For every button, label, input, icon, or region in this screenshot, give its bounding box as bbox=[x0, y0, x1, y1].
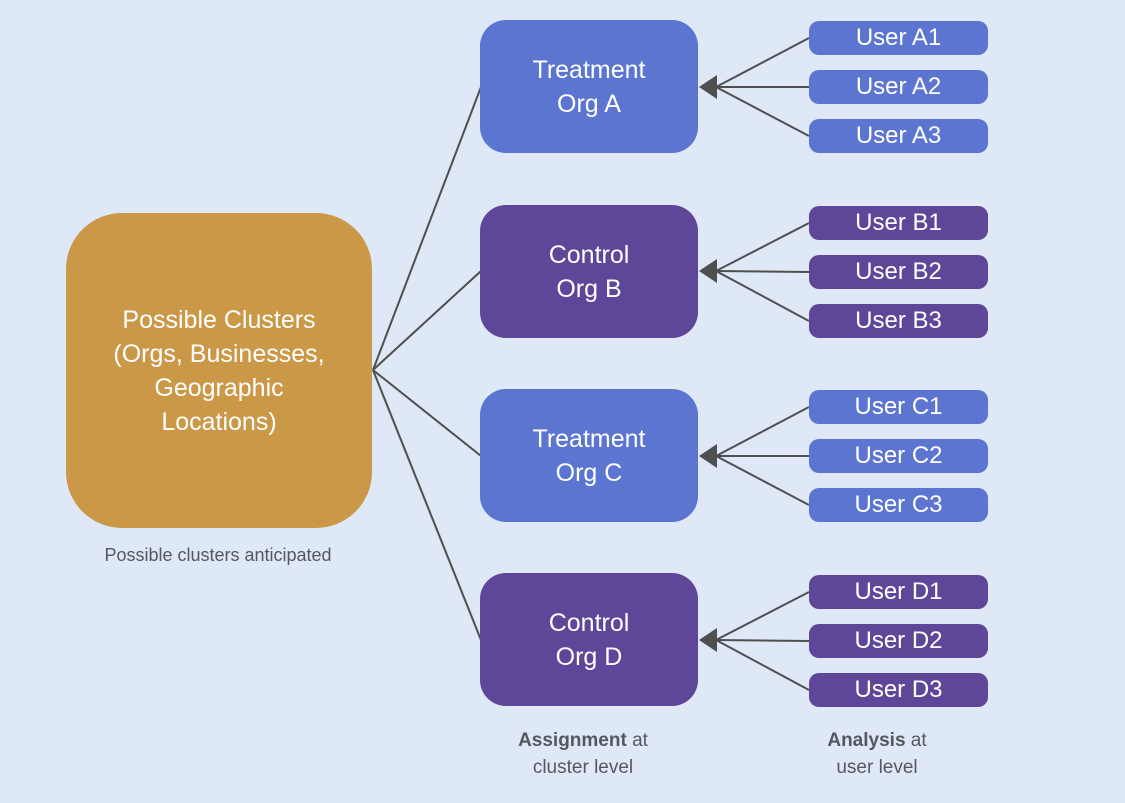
connector-line bbox=[372, 86, 482, 371]
org-label-line: Control bbox=[548, 608, 630, 637]
connector-line bbox=[715, 222, 810, 272]
assignment-caption: Assignment at cluster level bbox=[483, 727, 683, 781]
user-box-c2: User C2 bbox=[809, 439, 988, 473]
user-box-d2: User D2 bbox=[809, 624, 988, 658]
connector-line bbox=[715, 86, 810, 137]
user-box-d3: User D3 bbox=[809, 673, 988, 707]
org-box-control-d: Control Org D bbox=[480, 573, 698, 706]
user-box-b2: User B2 bbox=[809, 255, 988, 289]
org-box-treatment-a: Treatment Org A bbox=[480, 20, 698, 153]
org-label-line: Treatment bbox=[532, 424, 646, 453]
org-label-line: Treatment bbox=[532, 55, 646, 84]
arrowhead-icon bbox=[699, 75, 717, 99]
connector-line bbox=[715, 406, 810, 457]
user-box-a3: User A3 bbox=[809, 119, 988, 153]
user-box-a1: User A1 bbox=[809, 21, 988, 55]
org-box-treatment-c: Treatment Org C bbox=[480, 389, 698, 522]
connector-line bbox=[715, 591, 810, 641]
connector-line bbox=[715, 37, 810, 88]
org-label-line: Org C bbox=[555, 458, 623, 487]
arrowhead-icon bbox=[699, 628, 717, 652]
connector-line bbox=[715, 639, 810, 691]
cluster-caption: Possible clusters anticipated bbox=[104, 545, 332, 565]
org-label-line: Control bbox=[548, 240, 630, 269]
org-box-control-b: Control Org B bbox=[480, 205, 698, 338]
assignment-caption-bold: Assignment bbox=[518, 730, 627, 751]
user-box-d1: User D1 bbox=[809, 575, 988, 609]
user-box-a2: User A2 bbox=[809, 70, 988, 104]
cluster-label-line: (Orgs, Businesses, bbox=[113, 339, 325, 368]
user-box-b1: User B1 bbox=[809, 206, 988, 240]
arrowhead-icon bbox=[699, 259, 717, 283]
org-label-line: Org B bbox=[556, 274, 622, 303]
analysis-caption: Analysis at user level bbox=[777, 727, 977, 781]
cluster-label-line: Geographic bbox=[154, 373, 284, 402]
connector-line bbox=[372, 369, 482, 641]
analysis-caption-bold: Analysis bbox=[827, 730, 906, 751]
analysis-caption-rest: at bbox=[905, 730, 927, 751]
assignment-caption-line2: cluster level bbox=[532, 757, 634, 778]
org-label-line: Org A bbox=[557, 89, 621, 118]
possible-clusters-box: Possible Clusters (Orgs, Businesses, Geo… bbox=[66, 213, 372, 528]
analysis-caption-line2: user level bbox=[836, 757, 918, 778]
connector-line bbox=[372, 270, 482, 371]
cluster-label-line: Possible Clusters bbox=[122, 305, 316, 334]
arrowhead-icon bbox=[699, 444, 717, 468]
connector-line bbox=[715, 270, 810, 273]
connector-line bbox=[372, 369, 482, 457]
cluster-label-line: Locations) bbox=[161, 407, 277, 436]
user-box-c1: User C1 bbox=[809, 390, 988, 424]
connector-line bbox=[715, 639, 810, 642]
org-label-line: Org D bbox=[555, 642, 623, 671]
connector-line bbox=[715, 270, 810, 322]
connector-line bbox=[715, 455, 810, 506]
user-box-c3: User C3 bbox=[809, 488, 988, 522]
assignment-caption-rest: at bbox=[626, 730, 648, 751]
user-box-b3: User B3 bbox=[809, 304, 988, 338]
